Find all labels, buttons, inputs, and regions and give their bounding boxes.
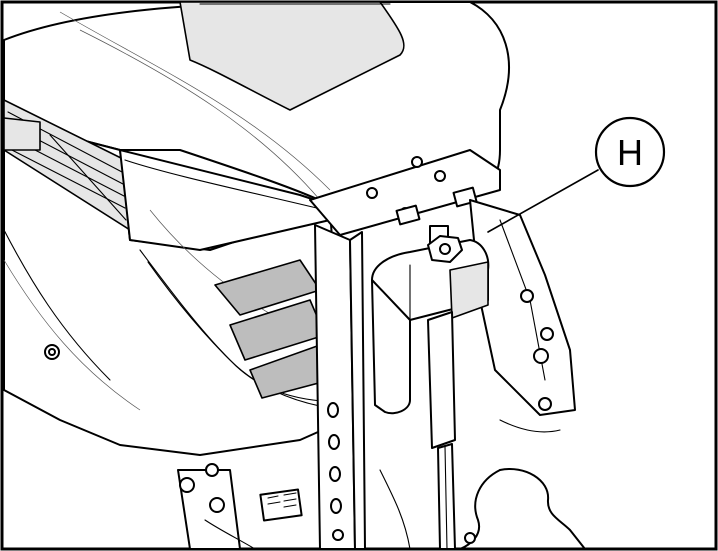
mounting-post: [314, 224, 366, 550]
callout-label: H: [617, 132, 643, 173]
callout-h: H: [487, 116, 666, 233]
lower-linkage: [177, 419, 586, 550]
callout-circle: [594, 116, 666, 188]
engine-cowling: [3, 1, 510, 456]
callout-leader-line: [487, 169, 599, 233]
side-bracket: [469, 199, 576, 416]
actuator-cylinder: [371, 235, 490, 550]
